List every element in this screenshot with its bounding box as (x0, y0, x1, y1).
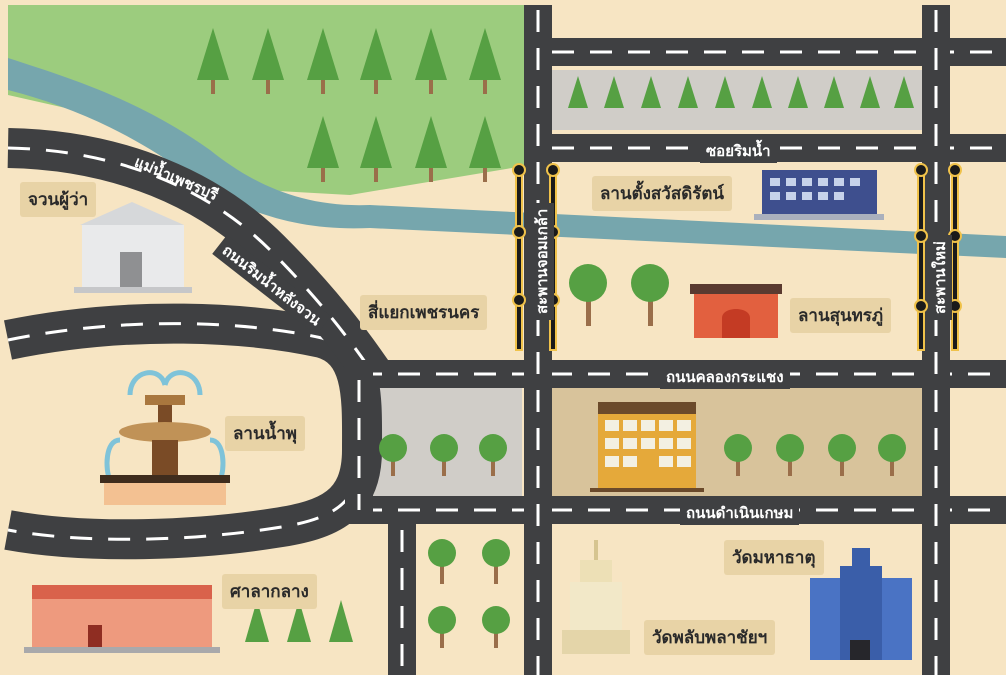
road-label-lamai-bridge: สะพานใหม่ (928, 235, 952, 320)
place-label-intersection: สี่แยกเพชรนคร (360, 295, 488, 330)
plaza-top-trees-row (568, 76, 914, 108)
road-label-khlong-krachaeng: ถนนคลองกระแชง (660, 365, 790, 389)
place-label-sala-klang: ศาลากลาง (222, 574, 317, 609)
road-label-damnoen-kasem: ถนนดำเนินเกษม (680, 501, 800, 525)
place-label-mahathat: วัดมหาธาตุ (724, 540, 824, 575)
road-label-chomklao-bridge: สะพานจอมเกล้า (530, 202, 554, 320)
mahathat-building (810, 548, 912, 660)
bridge-lamps-lamai (914, 163, 962, 351)
place-label-fountain: ลานน้ำพุ (225, 416, 305, 451)
place-label-sawatdirat: ลานตั้งสวัสดิรัตน์ (592, 176, 733, 211)
governor-house (74, 202, 192, 293)
park-trees (197, 28, 501, 182)
sawatdirat-building (754, 170, 884, 220)
place-label-phlap: วัดพลับพลาชัยฯ (644, 620, 776, 655)
place-label-governor: จวนผู้ว่า (20, 182, 97, 217)
river (8, 58, 1006, 258)
sala-klang-building (24, 585, 220, 653)
round-trees (245, 264, 906, 648)
fountain (100, 370, 230, 505)
hotel-building (590, 402, 704, 492)
place-label-sunthon-phu: ลานสุนทรภู่ (790, 298, 892, 333)
phlap-temple (562, 540, 630, 654)
road-label-soi-rim-nam: ซอยริมน้ำ (700, 139, 777, 163)
sunthon-phu-building (690, 284, 782, 338)
park (8, 5, 524, 195)
